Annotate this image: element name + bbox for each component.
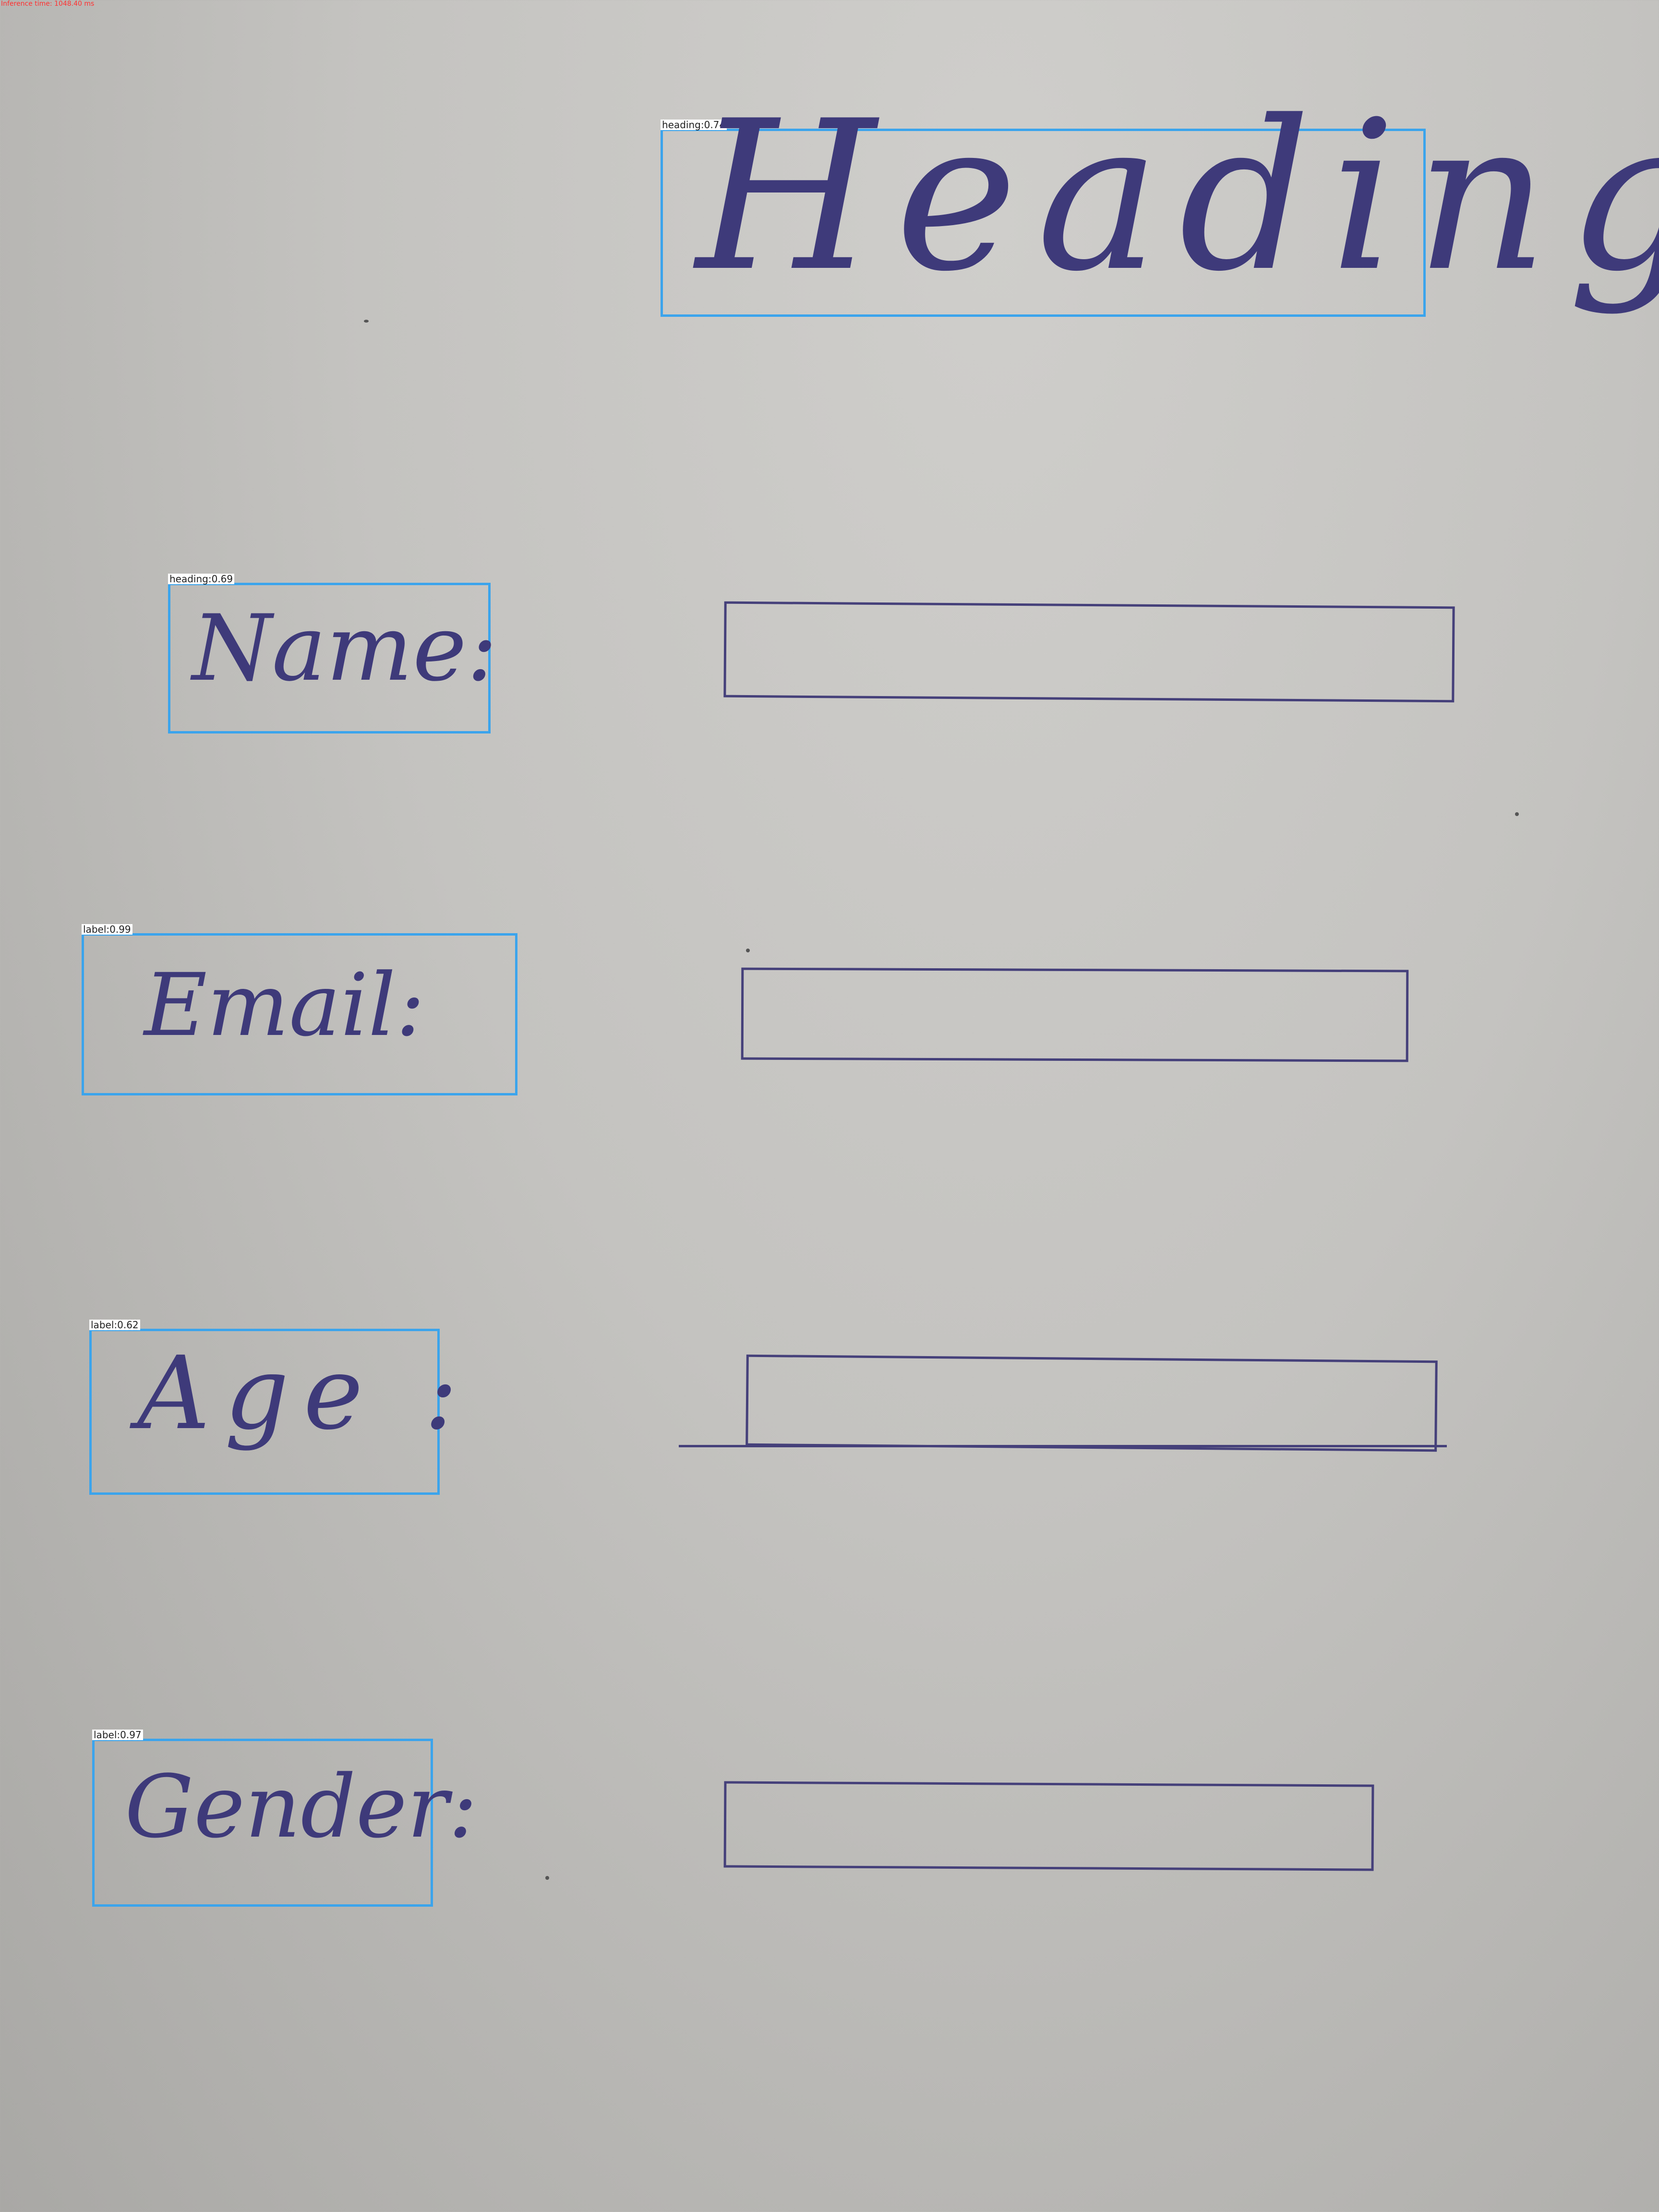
email-detection-box: label:0.99 <box>82 924 517 1095</box>
paper-speck <box>1515 812 1519 816</box>
email-detection-tag: label:0.99 <box>82 924 132 935</box>
age-input-box[interactable] <box>745 1354 1438 1452</box>
handwritten-heading: Heading <box>696 77 1659 317</box>
name-input-box[interactable] <box>723 601 1455 703</box>
email-input-box[interactable] <box>741 967 1409 1062</box>
heading-detection-tag: heading:0.74 <box>661 120 727 130</box>
paper-speck <box>364 320 369 323</box>
gender-detection-tag: label:0.97 <box>92 1730 143 1740</box>
gender-input-box[interactable] <box>723 1781 1374 1871</box>
handwritten-name-label: Name: <box>192 595 498 701</box>
gender-detection-box: label:0.97 <box>92 1730 433 1907</box>
age-detection-tag: label:0.62 <box>89 1320 140 1330</box>
inference-time-label: Inference time: 1048.40 ms <box>1 0 95 8</box>
name-detection-box: heading:0.69 <box>168 574 491 733</box>
heading-detection-box: heading:0.74 <box>661 120 1426 317</box>
paper-speck <box>545 1876 549 1880</box>
handwritten-email-label: Email: <box>144 955 425 1056</box>
age-detection-box: label:0.62 <box>89 1320 440 1495</box>
handwritten-age-label: Age : <box>137 1334 472 1452</box>
name-detection-tag: heading:0.69 <box>168 574 235 584</box>
age-underline <box>679 1445 1447 1447</box>
handwritten-gender-label: Gender: <box>125 1757 478 1857</box>
paper-speck <box>746 949 750 952</box>
